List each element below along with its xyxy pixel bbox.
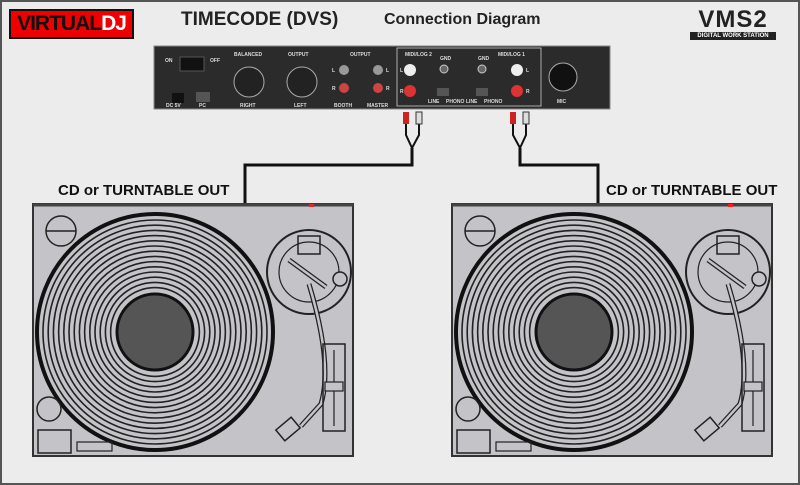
vms2-rear-panel: ON OFF DC 5V PC BALANCED OUTPUT RIGHT LE… — [153, 45, 611, 110]
tonearm-base — [685, 229, 771, 315]
panel-label: LINE — [466, 99, 478, 105]
power-switch — [179, 56, 205, 72]
page-subtitle: Connection Diagram — [384, 11, 541, 28]
page-title: TIMECODE (DVS) — [181, 9, 339, 30]
logo-part1: VIRTUAL — [17, 12, 102, 35]
headshell — [274, 416, 302, 442]
panel-label: LEFT — [294, 103, 307, 109]
tonearm-base — [266, 229, 352, 315]
red-marker — [309, 204, 314, 207]
cable-left — [243, 148, 414, 205]
panel-label: R — [386, 86, 390, 92]
panel-label: ON — [165, 58, 173, 64]
panel-label: OUTPUT — [288, 52, 309, 58]
panel-label: OFF — [210, 58, 220, 64]
virtualdj-logo: VIRTUALDJ — [9, 9, 134, 39]
panel-label: R — [332, 86, 336, 92]
logo-part2: DJ — [101, 12, 127, 35]
panel-label: PHONO — [484, 99, 502, 105]
panel-label: PC — [199, 103, 206, 109]
record-label — [534, 292, 614, 372]
brand-tagline: DIGITAL WORK STATION — [690, 32, 776, 40]
dc-jack — [172, 93, 184, 103]
panel-label: R — [526, 89, 530, 95]
cables — [243, 118, 600, 205]
turntable-2-label: CD or TURNTABLE OUT — [606, 182, 778, 199]
panel-label: MIDI/LOG 2 — [405, 52, 432, 58]
pitch-fader — [743, 381, 763, 392]
panel-label: L — [400, 68, 403, 74]
pitch-slider — [741, 343, 765, 432]
panel-label: BOOTH — [334, 103, 352, 109]
turntable-2 — [451, 203, 773, 457]
panel-label: RIGHT — [240, 103, 256, 109]
usb-port — [196, 92, 210, 102]
mic-input — [548, 62, 578, 92]
record-label — [115, 292, 195, 372]
xlr-left — [286, 66, 318, 98]
panel-label: L — [386, 68, 389, 74]
red-marker — [728, 204, 733, 207]
panel-label: OUTPUT — [350, 52, 371, 58]
panel-label: DC 5V — [166, 103, 181, 109]
panel-label: R — [400, 89, 404, 95]
vms2-logo: VMS2 DIGITAL WORK STATION — [690, 8, 776, 40]
brand-name: VMS2 — [698, 6, 768, 33]
turntable-1 — [32, 203, 354, 457]
pitch-fader — [324, 381, 344, 392]
panel-label: LINE — [428, 99, 440, 105]
turntable-1-label: CD or TURNTABLE OUT — [58, 182, 230, 199]
panel-label: GND — [478, 56, 490, 62]
headshell — [693, 416, 721, 442]
panel-label: BALANCED — [234, 52, 262, 58]
pitch-slider — [322, 343, 346, 432]
panel-label: L — [332, 68, 335, 74]
rca-plugs — [403, 111, 530, 125]
panel-label: GND — [440, 56, 452, 62]
panel-label: PHONO — [446, 99, 464, 105]
xlr-right — [233, 66, 265, 98]
panel-label: MIC — [557, 99, 567, 105]
panel-label: L — [526, 68, 529, 74]
cable-right — [518, 148, 600, 205]
panel-label: MIDI/LOG 1 — [498, 52, 525, 58]
panel-label: MASTER — [367, 103, 389, 109]
